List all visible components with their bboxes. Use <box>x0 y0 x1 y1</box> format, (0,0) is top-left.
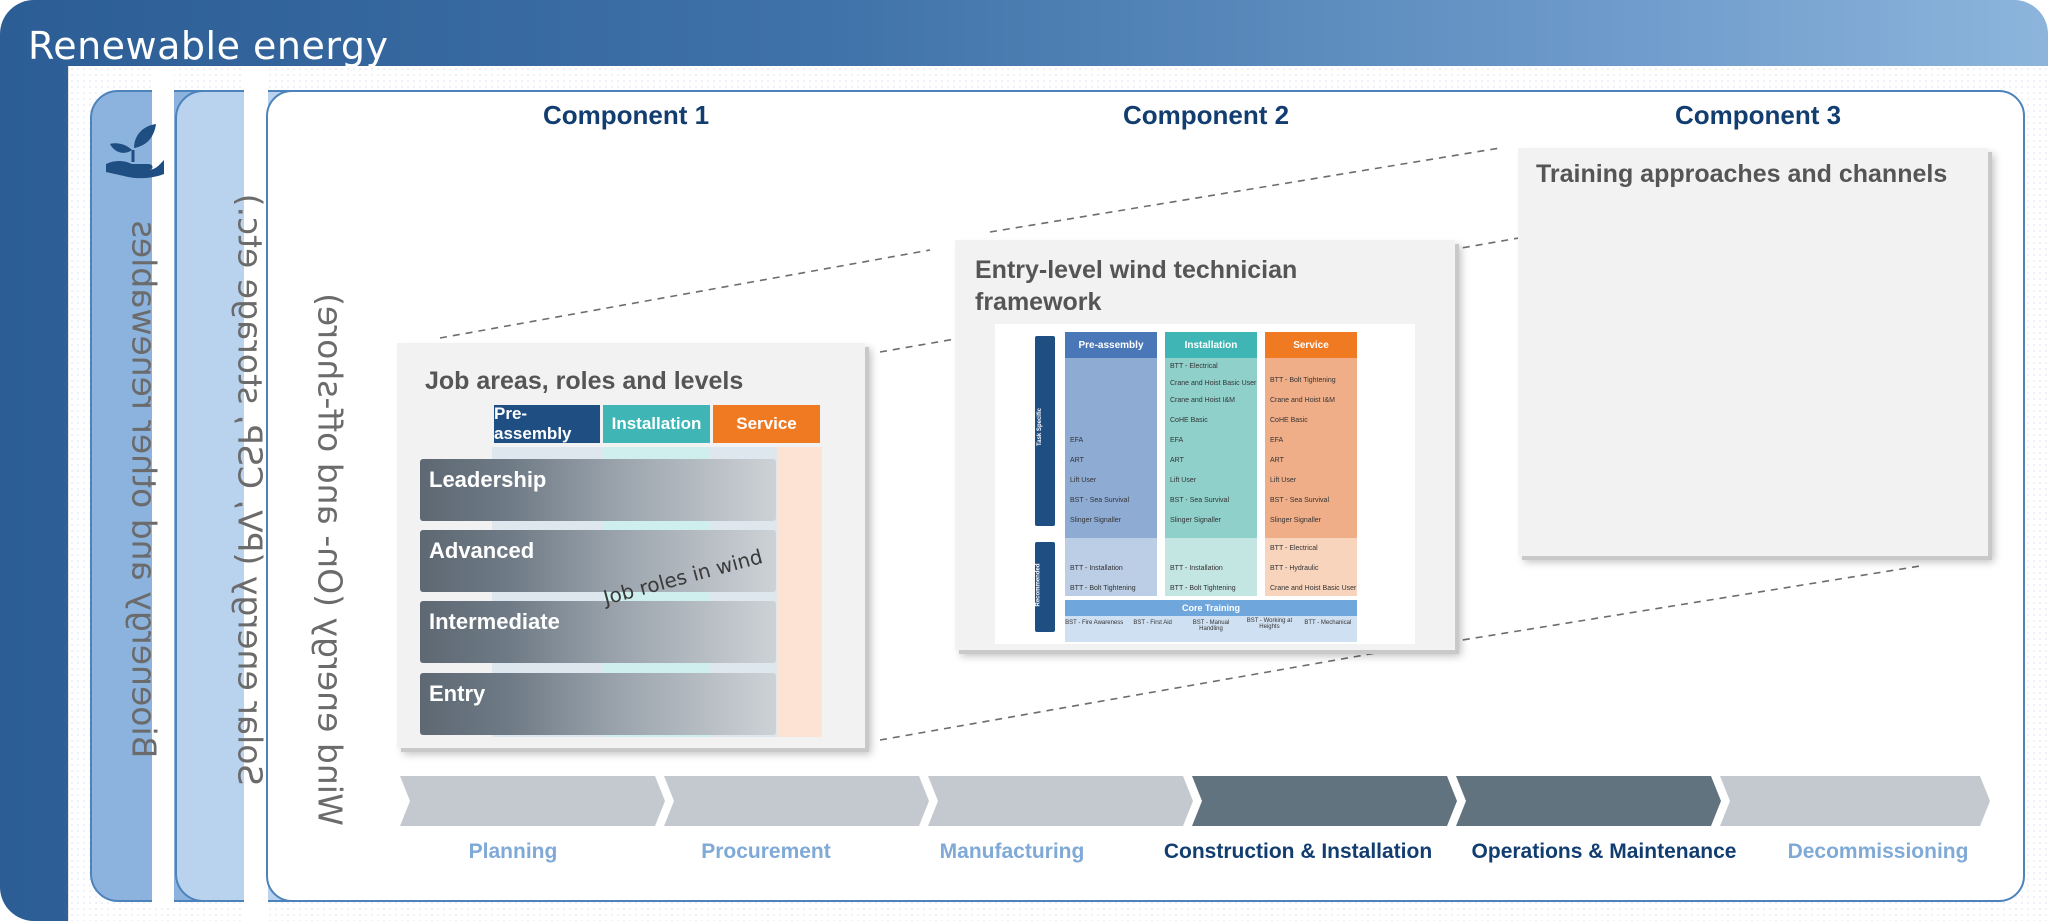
chain-step-planning[interactable] <box>400 776 665 826</box>
fw-preassembly-body <box>1065 358 1157 558</box>
component-1-title: Component 1 <box>542 100 710 130</box>
fw-item: BST - Sea Survival <box>1270 497 1330 504</box>
side-label-recommended: Recommended <box>1035 542 1055 632</box>
fw-column-service: Service <box>1265 332 1357 358</box>
fw-column-preassembly: Pre-assembly <box>1065 332 1157 358</box>
fw-item: Crane and Hoist Basic User <box>1270 585 1357 592</box>
side-label-text: Recommended <box>1035 563 1042 607</box>
fw-item: BTT - Hydraulic <box>1270 565 1319 572</box>
service-column-fill <box>777 447 822 737</box>
chain-label-planning: Planning <box>468 840 558 863</box>
fw-installation-body <box>1165 358 1257 558</box>
level-advanced[interactable]: Advanced <box>420 530 776 592</box>
core-item: BST - Working at Heights <box>1246 618 1293 630</box>
chain-label-manufacturing: Manufacturing <box>939 840 1085 863</box>
fw-item: BTT - Bolt Tightening <box>1270 377 1336 384</box>
connector-line <box>989 147 1501 233</box>
fw-preassembly-rec-list: BTT - Installation BTT - Bolt Tightening <box>1065 564 1157 593</box>
core-training-row: BST - Fire Awareness BST - First Aid BST… <box>1065 616 1357 642</box>
column-header-service: Service <box>713 405 820 443</box>
fw-item: Slinger Signaller <box>1270 517 1321 524</box>
fw-item: Slinger Signaller <box>1070 517 1121 524</box>
level-label: Leadership <box>429 467 547 492</box>
fw-installation-list: BTT - Electrical Crane and Hoist Basic U… <box>1165 362 1257 525</box>
fw-item: CoHE Basic <box>1170 417 1208 424</box>
core-item: BTT - Mechanical <box>1304 620 1352 626</box>
fw-item: BTT - Installation <box>1170 565 1223 572</box>
tab-gap <box>244 66 268 921</box>
job-areas-card[interactable]: Job areas, roles and levels Pre-assembly… <box>397 343 865 748</box>
chain-step-decommissioning[interactable] <box>1720 776 1990 826</box>
level-entry[interactable]: Entry <box>420 673 776 735</box>
fw-installation-rec-list: BTT - Installation BTT - Bolt Tightening <box>1165 564 1257 593</box>
fw-service-rec-list: BTT - Electrical BTT - Hydraulic Crane a… <box>1265 544 1357 593</box>
fw-item: BTT - Electrical <box>1270 545 1318 552</box>
fw-item: Crane and Hoist I&M <box>1270 397 1335 404</box>
level-leadership[interactable]: Leadership <box>420 459 776 521</box>
connector-line <box>879 639 1451 741</box>
core-training-header: Core Training <box>1065 600 1357 616</box>
fw-column-installation: Installation <box>1165 332 1257 358</box>
fw-item: BTT - Electrical <box>1170 363 1218 370</box>
value-chain <box>400 776 1990 826</box>
chain-step-operations[interactable] <box>1456 776 1721 826</box>
fw-item: BTT - Bolt Tightening <box>1170 585 1236 592</box>
fw-item: EFA <box>1170 437 1184 444</box>
level-label: Entry <box>429 681 486 706</box>
side-label-task-specific: Task Specific <box>1035 336 1055 526</box>
connector-line <box>1449 565 1921 643</box>
column-header-preassembly: Pre-assembly <box>494 404 600 443</box>
fw-item: BTT - Bolt Tightening <box>1070 585 1136 592</box>
level-label: Advanced <box>429 538 535 563</box>
component-3-title: Component 3 <box>1674 100 1842 130</box>
fw-item: ART <box>1070 457 1084 464</box>
fw-item: Lift User <box>1070 477 1097 484</box>
chain-step-manufacturing[interactable] <box>928 776 1193 826</box>
framework-diagram: Task Specific Recommended Pre-assembly I… <box>995 324 1415 644</box>
fw-item: BTT - Installation <box>1070 565 1123 572</box>
chain-label-construction: Construction & Installation <box>1163 840 1433 863</box>
wind-technician-framework-card[interactable]: Entry-level wind technician framework Ta… <box>955 240 1455 650</box>
fw-service-list: BTT - Bolt Tightening Crane and Hoist I&… <box>1265 376 1357 525</box>
core-item: BST - First Aid <box>1133 620 1172 626</box>
chain-step-construction[interactable] <box>1192 776 1457 826</box>
level-label: Intermediate <box>429 609 560 634</box>
chain-label-decommissioning: Decommissioning <box>1787 840 1969 863</box>
fw-preassembly-rec <box>1065 538 1157 596</box>
training-approaches-card[interactable]: Training approaches and channels <box>1518 148 1988 556</box>
connector-line <box>439 249 931 339</box>
fw-item: Slinger Signaller <box>1170 517 1221 524</box>
core-item: BST - Manual Handling <box>1192 620 1230 632</box>
side-label-text: Task Specific <box>1036 408 1043 446</box>
fw-item: Crane and Hoist I&M <box>1170 397 1235 404</box>
fw-preassembly-list: EFA ART Lift User BST - Sea Survival Sli… <box>1065 436 1157 525</box>
plant-in-hand-icon <box>106 124 164 179</box>
chain-label-procurement: Procurement <box>701 840 831 863</box>
fw-item: EFA <box>1270 437 1284 444</box>
fw-service-rec <box>1265 538 1357 596</box>
core-item: BST - Fire Awareness <box>1065 620 1124 626</box>
fw-item: EFA <box>1070 437 1084 444</box>
fw-item: Crane and Hoist Basic User <box>1170 380 1257 387</box>
page-title: Renewable energy <box>28 24 389 68</box>
card-title: Job areas, roles and levels <box>425 367 744 395</box>
level-intermediate[interactable]: Intermediate <box>420 601 776 663</box>
fw-item: BST - Sea Survival <box>1070 497 1130 504</box>
tab-gap <box>152 66 174 906</box>
column-header-installation: Installation <box>603 405 710 443</box>
fw-item: ART <box>1170 457 1184 464</box>
component-2-title: Component 2 <box>1122 100 1290 130</box>
fw-item: Lift User <box>1170 477 1197 484</box>
fw-item: BST - Sea Survival <box>1170 497 1230 504</box>
chain-step-procurement[interactable] <box>664 776 929 826</box>
fw-item: CoHE Basic <box>1270 417 1308 424</box>
fw-installation-rec <box>1165 538 1257 596</box>
fw-service-body <box>1265 358 1357 558</box>
fw-item: Lift User <box>1270 477 1297 484</box>
chain-label-operations: Operations & Maintenance <box>1471 840 1737 863</box>
fw-item: ART <box>1270 457 1284 464</box>
card-title: Entry-level wind technician framework <box>975 256 1298 316</box>
card-title: Training approaches and channels <box>1536 160 1948 188</box>
